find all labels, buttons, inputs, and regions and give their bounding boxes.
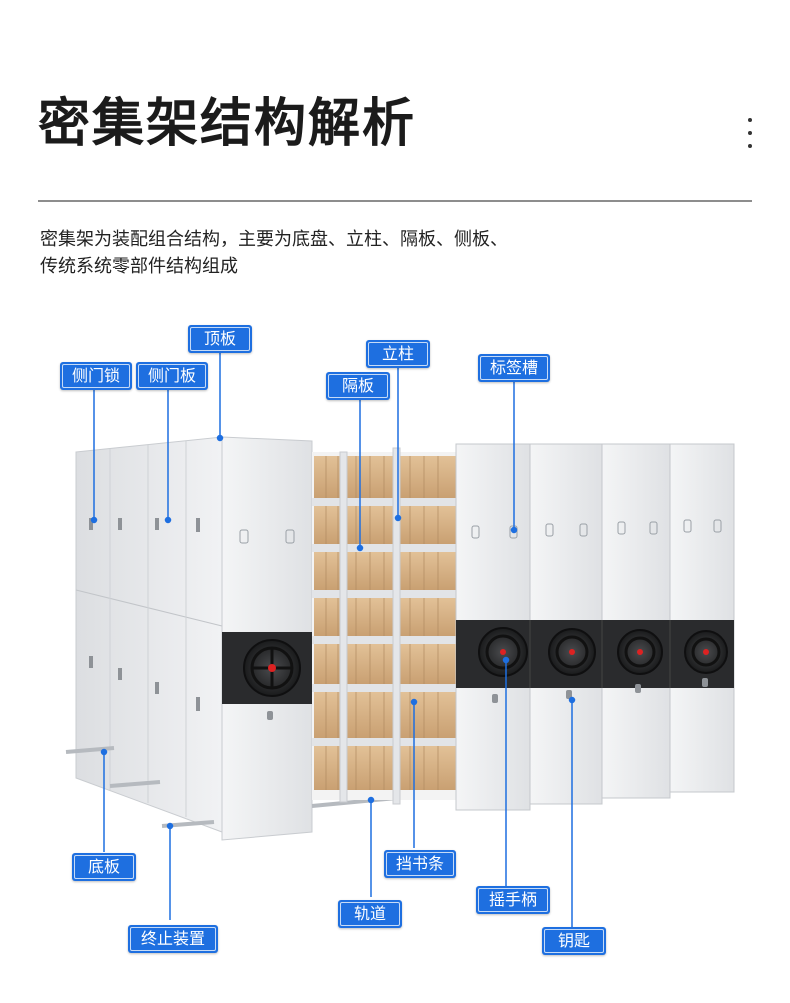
key-lock-icon — [492, 694, 498, 703]
more-menu-icon[interactable] — [748, 118, 754, 148]
label-partition: 隔板 — [326, 372, 390, 400]
label-top-panel: 顶板 — [188, 325, 252, 353]
label-end-device: 终止装置 — [128, 925, 218, 953]
side-lock-icon — [89, 518, 93, 530]
label-column: 立柱 — [366, 340, 430, 368]
description-line-2: 传统系统零部件结构组成 — [40, 256, 238, 277]
open-shelving — [312, 447, 458, 805]
label-base-plate: 底板 — [72, 853, 136, 881]
label-side-panel: 侧门板 — [136, 362, 208, 390]
label-label-slot: 标签槽 — [478, 354, 550, 382]
label-key: 钥匙 — [542, 927, 606, 955]
description: 密集架为装配组合结构，主要为底盘、立柱、隔板、侧板、 传统系统零部件结构组成 — [40, 226, 660, 280]
callout-lines — [90, 353, 576, 928]
label-side-lock: 侧门锁 — [60, 362, 132, 390]
label-handle: 摇手柄 — [476, 886, 550, 914]
right-cabinets — [455, 443, 735, 811]
label-rail: 轨道 — [338, 900, 402, 928]
title-divider — [38, 200, 752, 202]
label-book-stop: 挡书条 — [384, 850, 456, 878]
left-cabinet — [75, 436, 313, 841]
page-title: 密集架结构解析 — [38, 94, 417, 154]
description-line-1: 密集架为装配组合结构，主要为底盘、立柱、隔板、侧板、 — [40, 229, 508, 250]
